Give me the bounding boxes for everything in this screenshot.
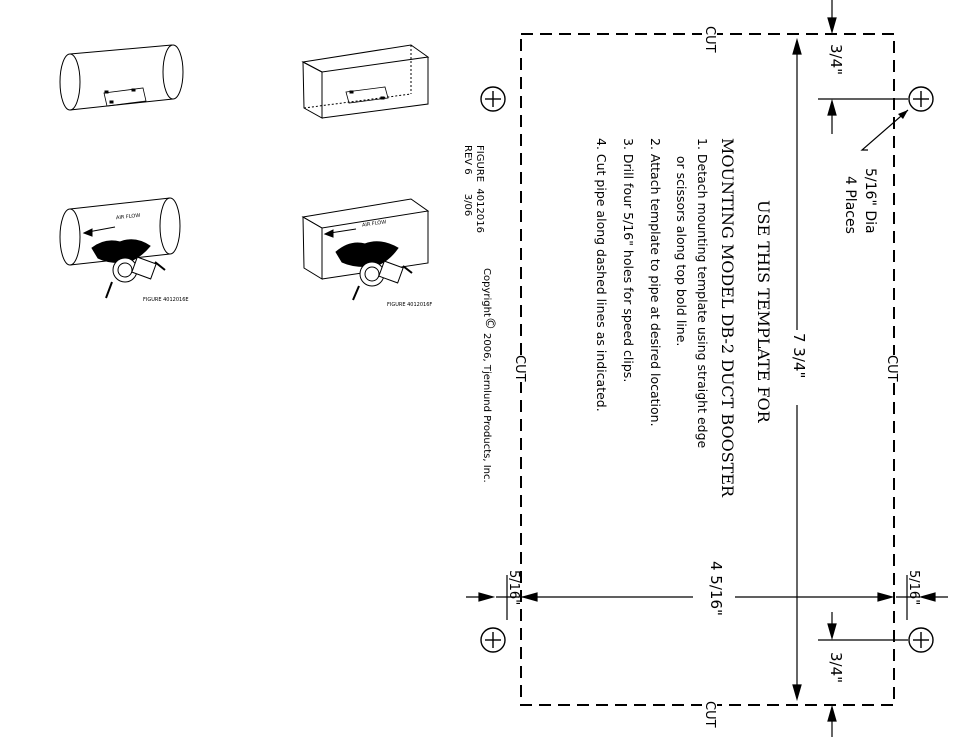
dimension-edge-left (466, 575, 519, 620)
dim-edge-left-label: 5/16" (506, 570, 521, 606)
cut-label-bottom: CUT (702, 697, 717, 732)
instruction-3: 3. Drill four 5/16" holes for speed clip… (621, 138, 636, 383)
hole-note-leader (860, 109, 909, 151)
revision: REV 6 3/06 (462, 145, 473, 217)
template-title-line2: MOUNTING MODEL DB-2 DUCT BOOSTER (718, 138, 737, 498)
cut-label-right: CUT (881, 355, 902, 382)
dimension-offset-bottom (818, 612, 908, 737)
mounting-hole-top-right (908, 86, 934, 112)
dim-offset-bottom-label: 3/4" (827, 652, 845, 684)
dimension-length (792, 37, 802, 702)
dim-offset-top-label: 3/4" (827, 44, 845, 76)
dim-edge-right-label: 5/16" (906, 570, 921, 606)
dimension-width (520, 592, 895, 602)
cut-label-left: CUT (509, 355, 530, 382)
rect-duct-booster-illustration (301, 198, 430, 301)
figure-label-rect: FIGURE 4012016F (387, 302, 433, 308)
instruction-2: 2. Attach template to pipe at desired lo… (648, 138, 663, 427)
dim-length-label: 7 3/4" (790, 333, 808, 379)
instruction-1: 1. Detach mounting template using straig… (695, 138, 710, 449)
copyright-prefix: Copyright (481, 268, 492, 317)
cut-label-top: CUT (702, 22, 717, 57)
copyright: Copyright© 2006, Tjernlund Products, Inc… (481, 268, 497, 483)
dim-width-label: 4 5/16" (707, 561, 725, 616)
dimension-offset-top (818, 0, 908, 134)
copyright-symbol: © (482, 316, 497, 330)
rect-duct-illustration (301, 44, 430, 119)
hole-note-line1: 5/16" Dia (862, 168, 878, 234)
figure-label-round: FIGURE 4012016E (143, 297, 189, 303)
instruction-1-cont: or scissors along top bold line. (674, 140, 689, 347)
copyright-text: 2006, Tjernlund Products, Inc. (481, 329, 492, 483)
dimension-edge-right (896, 575, 948, 620)
hole-note-line2: 4 Places (842, 176, 858, 234)
mounting-hole-top-left (480, 86, 506, 112)
figure-number: FIGURE 4012016 (474, 145, 485, 233)
mounting-hole-bottom-right (908, 627, 934, 653)
mounting-hole-bottom-left (480, 627, 506, 653)
round-pipe-booster-illustration (59, 197, 181, 299)
instruction-4: 4. Cut pipe along dashed lines as indica… (594, 138, 609, 412)
round-pipe-illustration (59, 44, 184, 111)
template-title-line1: USE THIS TEMPLATE FOR (754, 200, 773, 423)
